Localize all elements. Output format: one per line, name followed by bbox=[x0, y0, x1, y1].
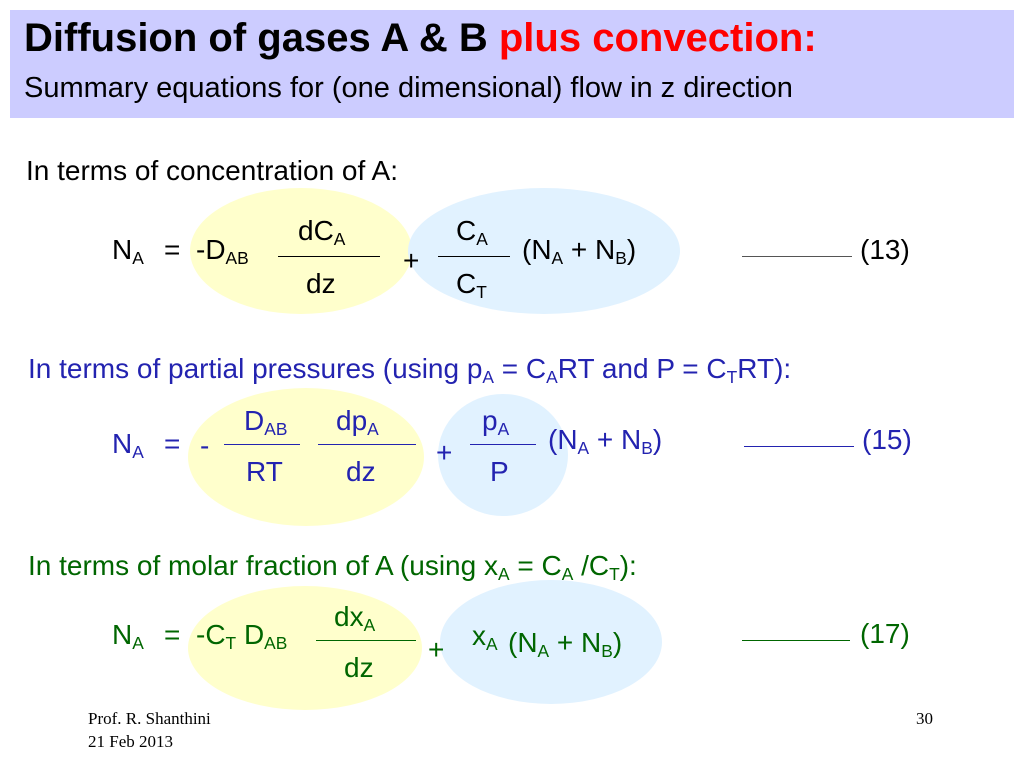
section1-flux-sum: (NA + NB) bbox=[522, 234, 637, 269]
title-highlight: plus convection: bbox=[498, 16, 817, 60]
section2-leader-line bbox=[744, 446, 854, 447]
section2-convection-oval bbox=[438, 394, 568, 516]
section2-equation-number: (15) bbox=[862, 424, 912, 455]
section2-fraction-bar-1 bbox=[224, 444, 300, 445]
section2-numerator-1: DAB bbox=[244, 405, 288, 440]
section1-denominator-2: CT bbox=[456, 268, 487, 303]
section2-lhs: NA bbox=[112, 428, 144, 463]
section2-minus: - bbox=[200, 430, 210, 461]
section1-heading: In terms of concentration of A: bbox=[26, 155, 398, 186]
section1-diffusion-oval bbox=[190, 188, 412, 314]
section3-lhs: NA bbox=[112, 619, 144, 654]
section2-numerator-2: dpA bbox=[336, 405, 379, 440]
section2-fraction-bar-3 bbox=[470, 444, 536, 445]
slide-title: Diffusion of gases A & B plus convection… bbox=[24, 16, 817, 61]
section3-diffusion-oval bbox=[188, 586, 422, 710]
section3-fraction-term: xA bbox=[472, 620, 498, 655]
footer-author: Prof. R. Shanthini bbox=[88, 709, 211, 728]
section3-flux-sum: (NA + NB) bbox=[508, 627, 623, 662]
section3-equation-number: (17) bbox=[860, 618, 910, 649]
section2-denominator-1: RT bbox=[246, 456, 283, 487]
section3-numerator-1: dxA bbox=[334, 601, 376, 636]
section1-convection-oval bbox=[408, 188, 680, 314]
section2-numerator-3: pA bbox=[482, 405, 510, 440]
section2-fraction-bar-2 bbox=[318, 444, 416, 445]
section3-convection-oval bbox=[440, 580, 662, 704]
section1-equation-number: (13) bbox=[860, 234, 910, 265]
section3-equals: = bbox=[164, 619, 181, 650]
title-banner: Diffusion of gases A & B plus convection… bbox=[10, 10, 1014, 118]
section2-heading: In terms of partial pressures (using pA … bbox=[28, 353, 792, 388]
section2-denominator-3: P bbox=[490, 456, 509, 487]
section2-plus: + bbox=[436, 437, 453, 468]
section2-denominator-2: dz bbox=[346, 456, 376, 487]
section1-numerator-2: CA bbox=[456, 215, 488, 250]
section3-coefficient: -CT DAB bbox=[196, 619, 288, 654]
section3-heading: In terms of molar fraction of A (using x… bbox=[28, 550, 637, 585]
section2-flux-sum: (NA + NB) bbox=[548, 424, 663, 459]
footer-date: 21 Feb 2013 bbox=[88, 732, 173, 751]
section1-leader-line bbox=[742, 256, 852, 257]
section1-lhs: NA bbox=[112, 234, 144, 269]
section1-fraction-bar-2 bbox=[438, 256, 510, 257]
section1-numerator-1: dCA bbox=[298, 215, 346, 250]
title-main: Diffusion of gases A & B bbox=[24, 16, 488, 60]
page-number: 30 bbox=[916, 709, 933, 728]
section3-plus: + bbox=[428, 634, 445, 665]
section1-plus: + bbox=[403, 245, 420, 276]
section1-denominator-1: dz bbox=[306, 268, 336, 299]
section2-diffusion-oval bbox=[188, 388, 424, 526]
section2-equals: = bbox=[164, 428, 181, 459]
slide-subtitle: Summary equations for (one dimensional) … bbox=[24, 72, 793, 104]
section3-leader-line bbox=[742, 640, 850, 641]
section1-equals: = bbox=[164, 234, 181, 265]
section1-coefficient: -DAB bbox=[196, 234, 249, 269]
section3-fraction-bar-1 bbox=[316, 640, 416, 641]
section3-denominator-1: dz bbox=[344, 652, 374, 683]
section1-fraction-bar-1 bbox=[278, 256, 380, 257]
